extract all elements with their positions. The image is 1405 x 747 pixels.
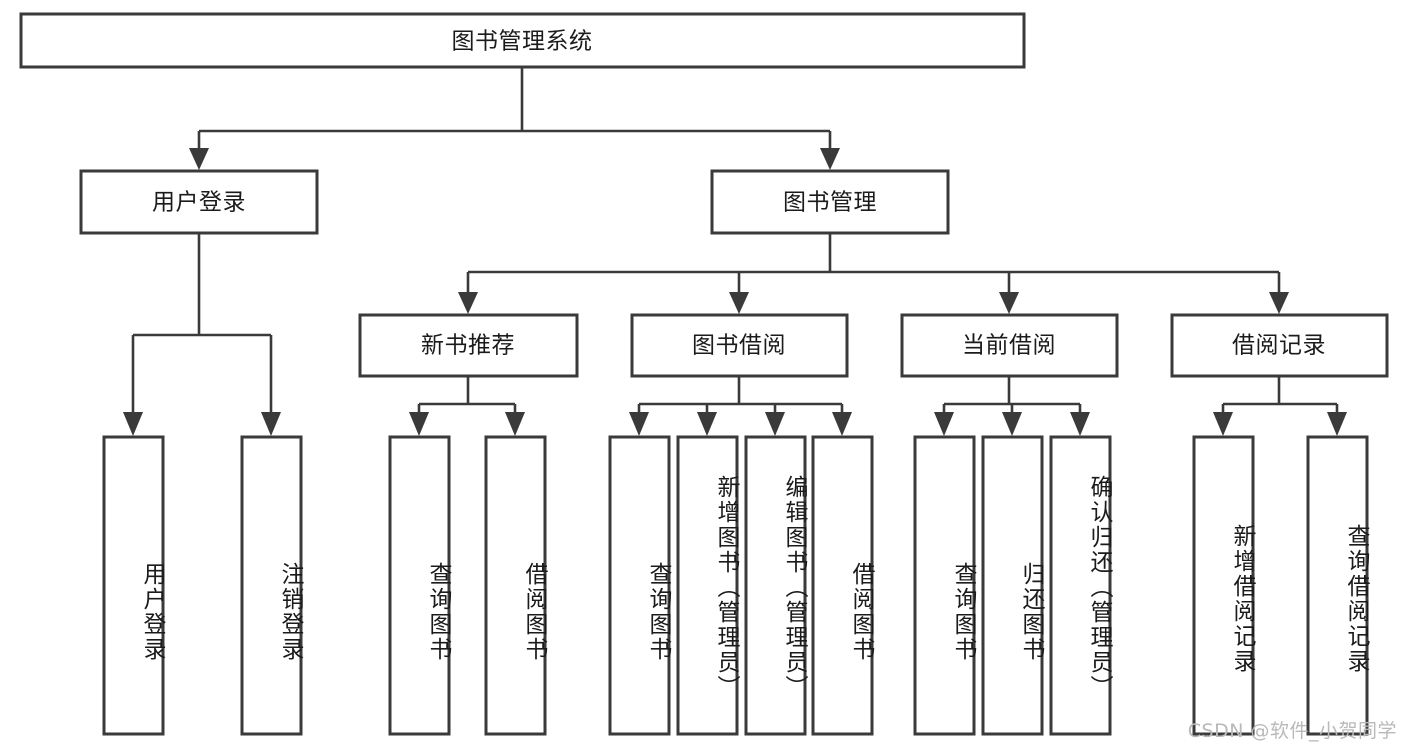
node-leaf-query-book-3[interactable] (913, 435, 976, 736)
node-leaf-query-record[interactable] (1306, 435, 1369, 736)
node-book-borrow-label: 图书借阅 (692, 333, 786, 359)
arrow-head-current-borrow (999, 292, 1019, 314)
arrow-head-leaf-query-book-2 (629, 412, 649, 436)
arrow-head-leaf-query-record (1327, 412, 1347, 436)
csdn-watermark: CSDN @软件_小贺同学 (1187, 720, 1397, 742)
node-leaf-query-book-2[interactable] (608, 435, 671, 736)
node-leaf-add-record[interactable] (1192, 435, 1255, 736)
arrow-head-leaf-confirm-return (1070, 412, 1090, 436)
arrow-head-leaf-return-book (1002, 412, 1022, 436)
arrow-head-leaf-borrow-book-2 (832, 412, 852, 436)
arrow-head-leaf-edit-book (765, 412, 785, 436)
node-book-borrow[interactable] (630, 313, 849, 378)
arrow-head-new-book-rec (458, 292, 478, 314)
node-new-book-rec-label: 新书推荐 (421, 333, 515, 359)
node-leaf-return-book[interactable] (981, 435, 1044, 736)
arrow-head-book-manage (820, 148, 840, 170)
node-leaf-query-book-1[interactable] (388, 435, 451, 736)
arrow-head-leaf-borrow-book-1 (505, 412, 525, 436)
node-new-book-rec[interactable] (358, 313, 579, 378)
arrow-head-leaf-query-book-1 (409, 412, 429, 436)
node-root-label: 图书管理系统 (452, 29, 593, 55)
node-book-manage[interactable] (710, 169, 950, 235)
node-leaf-add-book[interactable] (676, 435, 739, 736)
node-leaf-edit-book[interactable] (744, 435, 807, 736)
node-current-borrow[interactable] (900, 313, 1119, 378)
arrow-head-user-login (189, 148, 209, 170)
node-leaf-confirm-return[interactable] (1049, 435, 1112, 736)
arrow-head-borrow-record (1269, 292, 1289, 314)
node-borrow-record[interactable] (1170, 313, 1389, 378)
node-borrow-record-label: 借阅记录 (1232, 333, 1326, 359)
node-layer: 图书管理系统 用户登录 图书管理 新书推荐 图书借阅 当前借阅 借阅记录 (19, 12, 1389, 736)
arrow-head-book-borrow (729, 292, 749, 314)
node-user-login-label: 用户登录 (152, 190, 246, 216)
node-current-borrow-label: 当前借阅 (962, 333, 1056, 359)
arrow-head-leaf-add-book (697, 412, 717, 436)
node-leaf-borrow-book-2[interactable] (811, 435, 874, 736)
node-leaf-user-login[interactable] (102, 435, 165, 736)
connector-layer (123, 68, 1347, 436)
node-leaf-logout[interactable] (240, 435, 303, 736)
arrow-head-leaf-user-login (123, 412, 143, 436)
node-book-manage-label: 图书管理 (783, 190, 877, 216)
node-leaf-borrow-book-1[interactable] (484, 435, 547, 736)
arrow-head-leaf-logout (261, 412, 281, 436)
node-root[interactable] (19, 12, 1026, 69)
arrow-head-leaf-add-record (1213, 412, 1233, 436)
node-user-login[interactable] (79, 169, 319, 235)
arrow-head-leaf-query-book-3 (934, 412, 954, 436)
